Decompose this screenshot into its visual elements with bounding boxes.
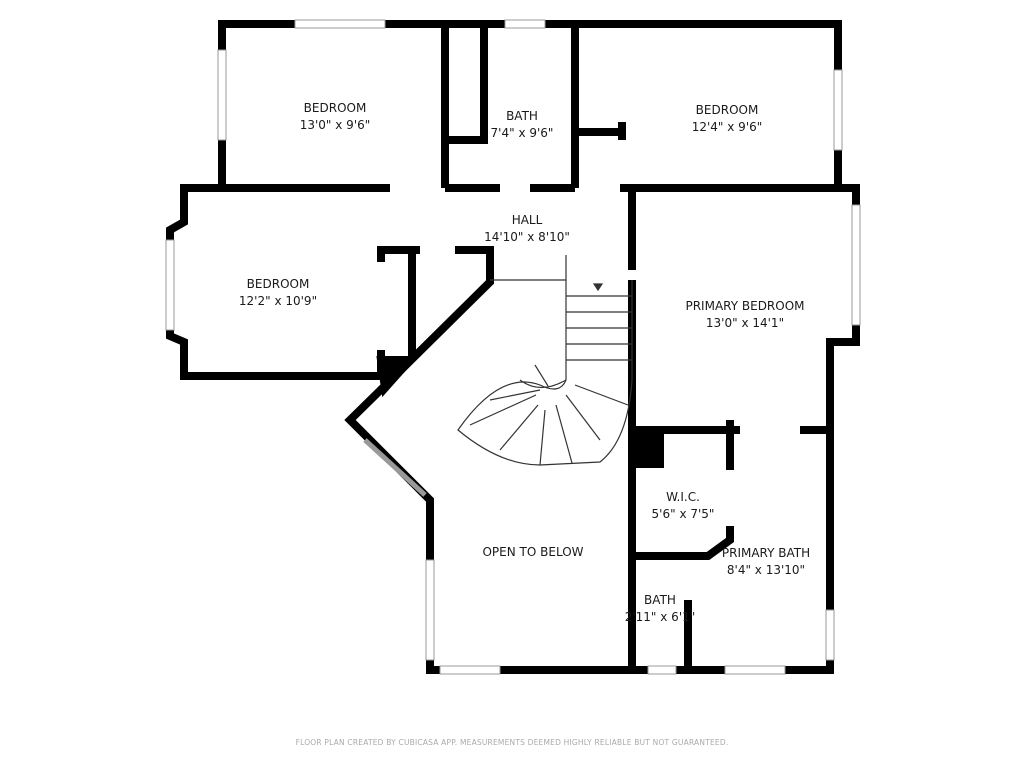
room-label: PRIMARY BEDROOM 13'0" x 14'1" — [685, 298, 804, 332]
window — [425, 559, 435, 661]
room-label: PRIMARY BATH 8'4" x 13'10" — [722, 545, 810, 579]
window — [647, 665, 677, 675]
window — [825, 609, 835, 661]
room-dims: 14'10" x 8'10" — [484, 230, 570, 244]
room-name: BATH — [644, 593, 676, 607]
closet-wall — [449, 28, 488, 144]
room-dims: 7'4" x 9'6" — [490, 126, 554, 140]
room-dims: 5'6" x 7'5" — [651, 507, 715, 521]
room-dims: 13'0" x 9'6" — [299, 118, 371, 132]
staircase — [457, 255, 633, 466]
disclaimer-footer: FLOOR PLAN CREATED BY CUBICASA APP. MEAS… — [295, 738, 729, 747]
room-label: OPEN TO BELOW — [482, 544, 583, 561]
room-dims: 13'0" x 14'1" — [705, 316, 785, 330]
window — [217, 49, 227, 141]
room-dims: 12'2" x 10'9" — [238, 294, 318, 308]
wic-wall — [632, 526, 734, 560]
window — [439, 665, 501, 675]
room-label: BEDROOM 12'2" x 10'9" — [239, 276, 317, 310]
room-label: BATH 2'11" x 6'1" — [625, 592, 696, 626]
room-label: W.I.C. 5'6" x 7'5" — [652, 489, 715, 523]
room-name: PRIMARY BATH — [721, 546, 811, 560]
window — [851, 204, 861, 326]
window — [833, 69, 843, 151]
room-label: BEDROOM 13'0" x 9'6" — [300, 100, 371, 134]
room-dims: 8'4" x 13'10" — [726, 563, 806, 577]
chimney-block — [632, 428, 664, 468]
room-name: W.I.C. — [666, 490, 700, 504]
room-name: BEDROOM — [695, 103, 759, 117]
window — [165, 239, 175, 331]
room-label: BATH 7'4" x 9'6" — [491, 108, 554, 142]
room-dims: 2'11" x 6'1" — [624, 610, 696, 624]
window — [504, 19, 546, 29]
window — [724, 665, 786, 675]
window-diagonal — [363, 438, 427, 497]
room-name: BATH — [506, 109, 538, 123]
wall-right — [632, 184, 860, 674]
room-label: HALL 14'10" x 8'10" — [484, 212, 570, 246]
room-name: BEDROOM — [246, 277, 310, 291]
stair-wall — [344, 246, 632, 674]
room-name: BEDROOM — [303, 101, 367, 115]
room-name: PRIMARY BEDROOM — [685, 299, 805, 313]
wall-block — [376, 356, 419, 398]
room-name: HALL — [511, 213, 543, 227]
room-dims: 12'4" x 9'6" — [691, 120, 763, 134]
window — [294, 19, 386, 29]
room-name: OPEN TO BELOW — [482, 545, 584, 559]
room-label: BEDROOM 12'4" x 9'6" — [692, 102, 763, 136]
